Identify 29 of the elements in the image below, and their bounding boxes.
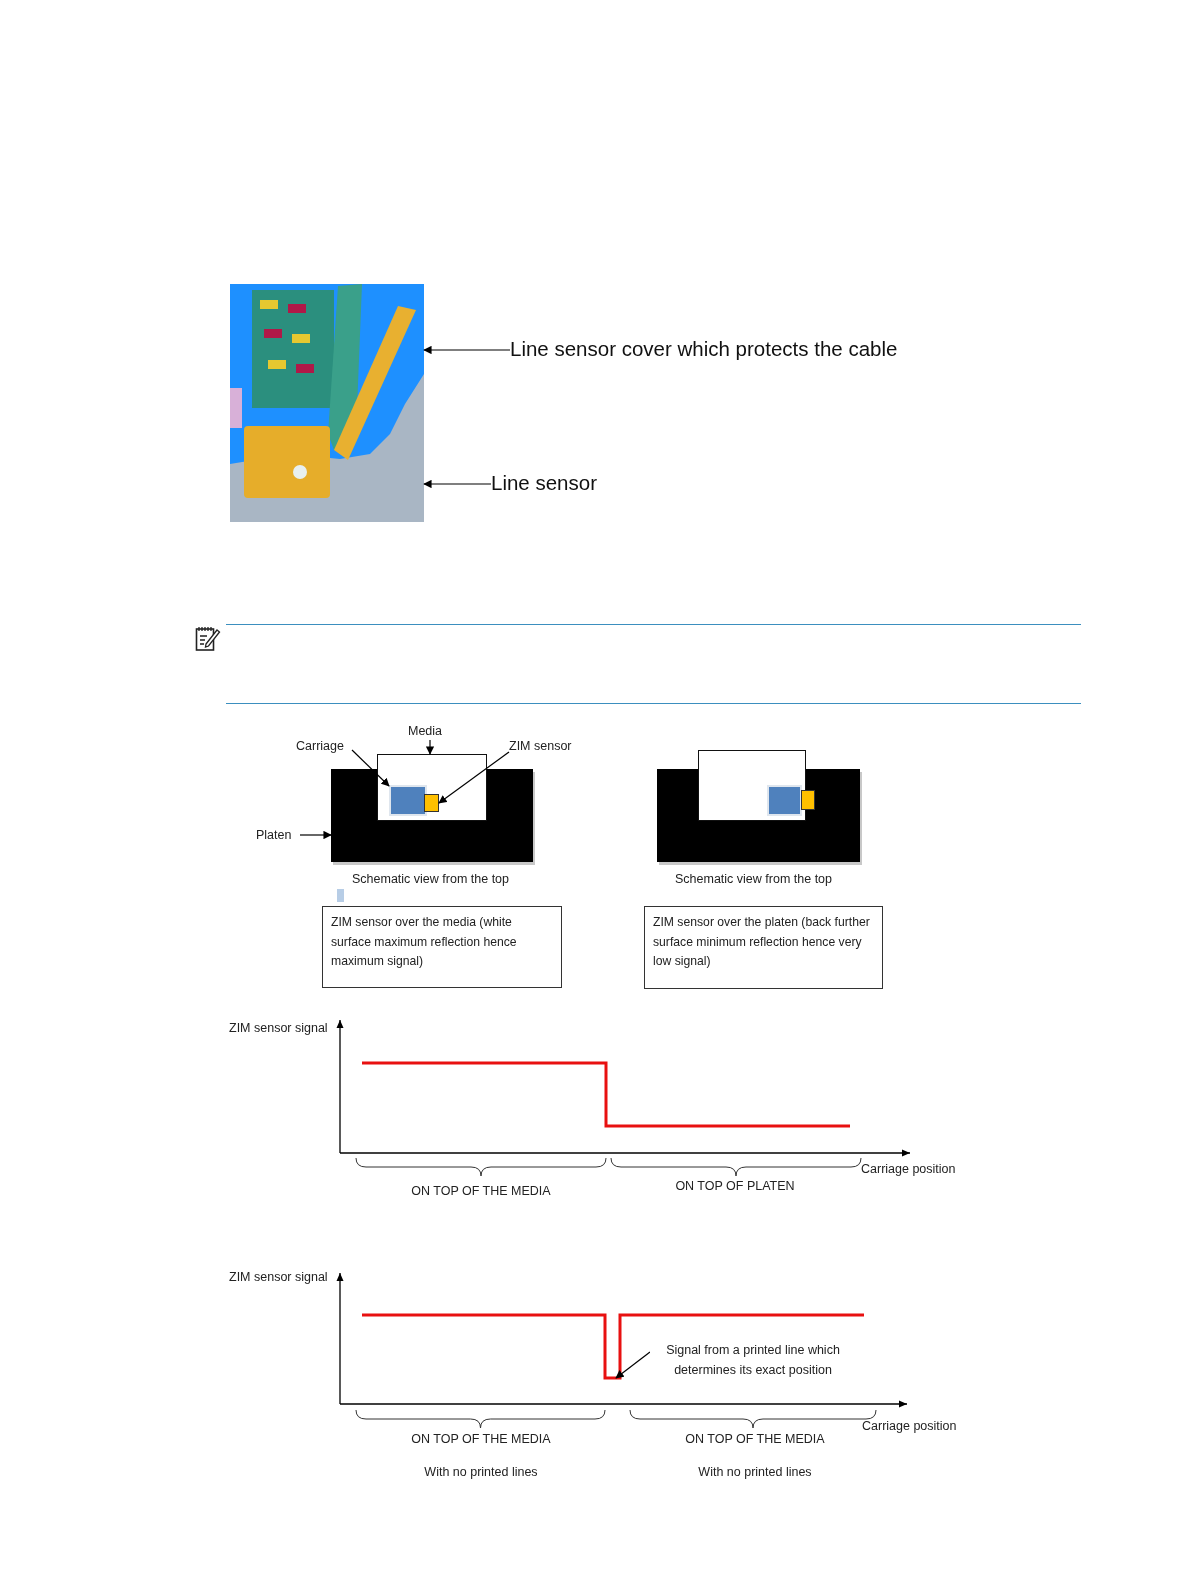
- leader-line: [615, 1351, 651, 1379]
- caption-text: ON TOP OF THE MEDIA: [684, 1431, 826, 1448]
- description-box: ZIM sensor over the platen (back further surface minimum reflection hence very low signal): [644, 906, 883, 989]
- description-box: ZIM sensor over the media (white surface maximum reflection hence maximum signal): [322, 906, 562, 988]
- caption-text: ON TOP OF THE MEDIA: [410, 1431, 552, 1448]
- caption-text: ZIM sensor signal: [229, 1269, 329, 1286]
- sensor-block: [424, 794, 439, 812]
- caption-text: Schematic view from the top: [352, 871, 510, 888]
- callout-text: Line sensor cover which protects the cable: [510, 334, 910, 364]
- part-label: Media: [408, 722, 452, 740]
- callout-arrow: [423, 345, 511, 355]
- caption-text: With no printed lines: [697, 1464, 813, 1481]
- picture: [230, 284, 424, 522]
- carriage-block: [767, 785, 802, 816]
- leader-line: [425, 739, 435, 755]
- caption-text: With no printed lines: [423, 1464, 539, 1481]
- callout-text: Line sensor: [491, 468, 606, 498]
- carriage-block: [389, 785, 427, 816]
- caption-text: ZIM sensor signal: [229, 1020, 329, 1037]
- caption-text: Carriage position: [862, 1418, 958, 1435]
- caption-text: ON TOP OF PLATEN: [674, 1178, 796, 1195]
- caption-text: Schematic view from the top: [675, 871, 833, 888]
- part-label: Carriage: [296, 737, 352, 755]
- caption-text: ON TOP OF THE MEDIA: [410, 1183, 552, 1200]
- part-label: Platen: [256, 826, 300, 844]
- callout-arrow: [423, 479, 492, 489]
- caption-text: Carriage position: [861, 1161, 957, 1178]
- part-label: ZIM sensor: [509, 737, 587, 755]
- leader-line: [299, 830, 332, 840]
